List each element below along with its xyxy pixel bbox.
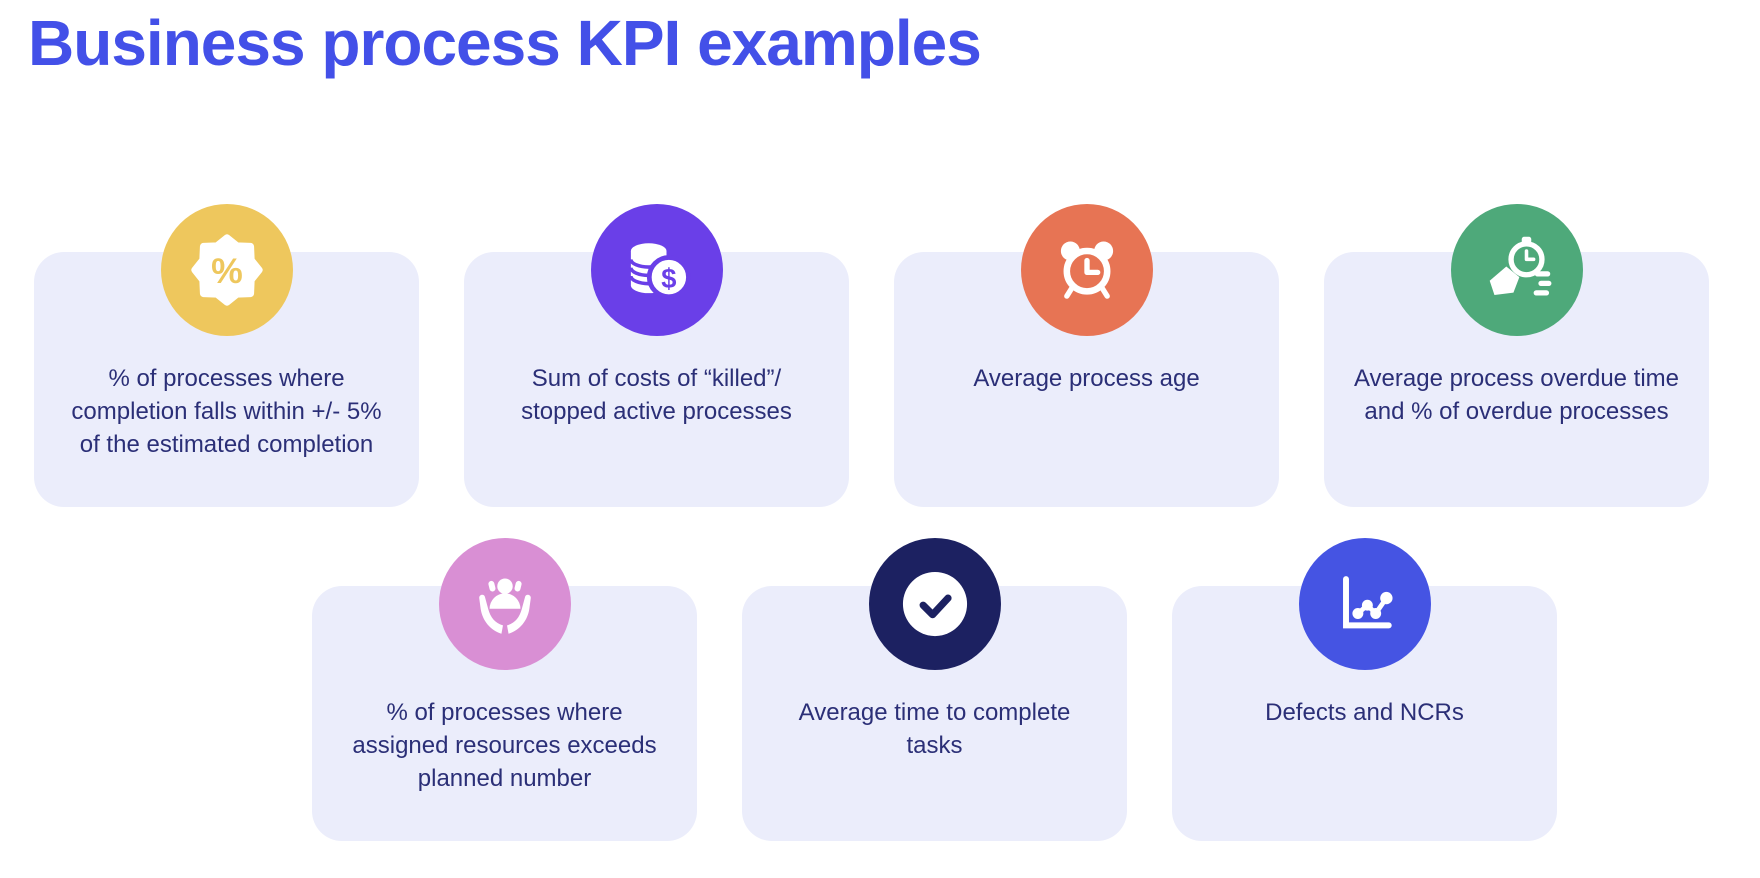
check-circle-icon xyxy=(868,538,1001,670)
coins-dollar-icon: $ xyxy=(590,204,723,336)
kpi-grid-row-1: % % of processes where completion falls … xyxy=(34,204,1709,507)
kpi-card-killed-process-costs: $ Sum of costs of “killed”/ stopped acti… xyxy=(464,204,849,507)
line-chart-icon xyxy=(1298,538,1431,670)
kpi-card-label: % of processes where completion falls wi… xyxy=(71,365,382,458)
hands-person-icon xyxy=(438,538,571,670)
percent-badge-icon: % xyxy=(160,204,293,336)
kpi-card-label: Average process age xyxy=(973,365,1200,392)
kpi-card-defects-ncrs: Defects and NCRs xyxy=(1172,538,1557,841)
kpi-card-label: % of processes where assigned resources … xyxy=(352,699,657,792)
kpi-card-overdue-time: Average process overdue time and % of ov… xyxy=(1324,204,1709,507)
stopwatch-hand-icon xyxy=(1450,204,1583,336)
dollar-glyph: $ xyxy=(661,263,676,294)
kpi-card-label: Average time to complete tasks xyxy=(798,699,1071,759)
kpi-card-label: Defects and NCRs xyxy=(1265,699,1464,726)
kpi-card-label: Sum of costs of “killed”/ stopped active… xyxy=(521,365,792,425)
kpi-card-assigned-resources: % of processes where assigned resources … xyxy=(312,538,697,841)
alarm-clock-icon xyxy=(1020,204,1153,336)
percent-glyph: % xyxy=(211,251,243,291)
kpi-card-task-completion-time: Average time to complete tasks xyxy=(742,538,1127,841)
kpi-card-process-age: Average process age xyxy=(894,204,1279,507)
kpi-card-label: Average process overdue time and % of ov… xyxy=(1353,365,1680,425)
kpi-grid-row-2: % of processes where assigned resources … xyxy=(312,538,1557,841)
page-title: Business process KPI examples xyxy=(28,7,982,79)
kpi-card-completion-accuracy: % % of processes where completion falls … xyxy=(34,204,419,507)
